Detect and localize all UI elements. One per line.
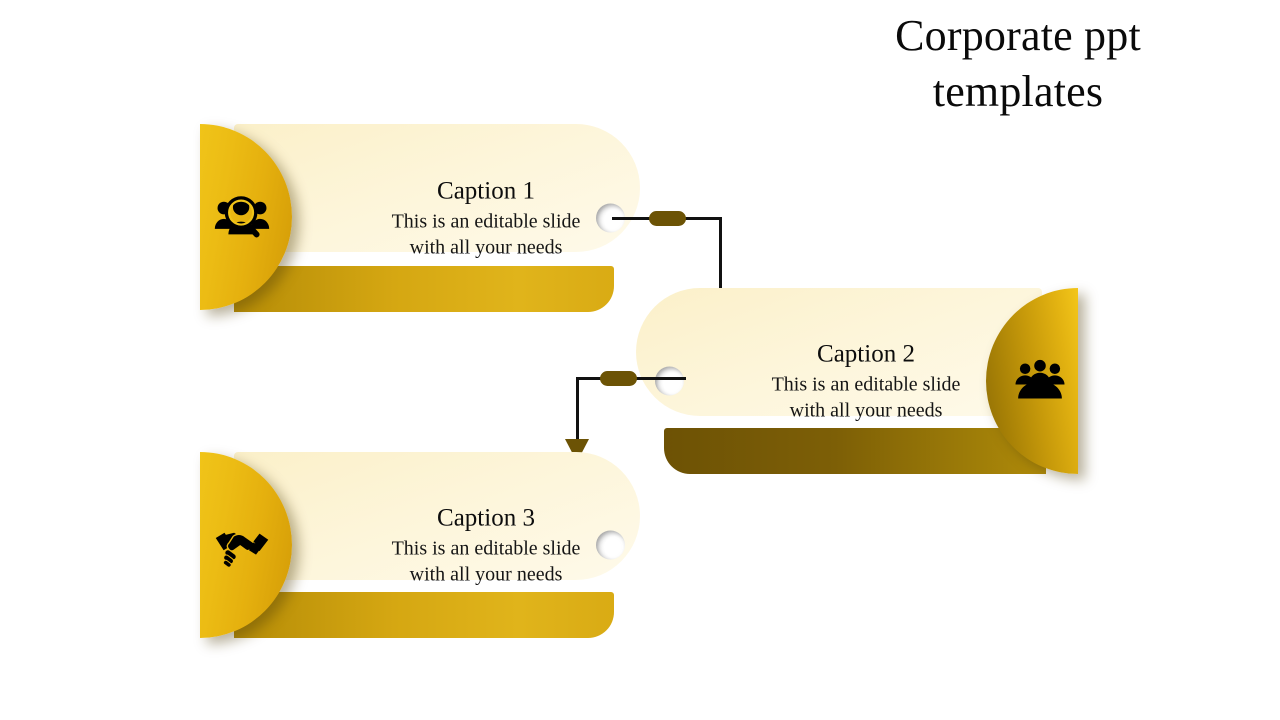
card-3-punch-hole: [596, 530, 625, 560]
card-3-description: This is an editable slide with all your …: [391, 537, 581, 586]
connector-2-line-vertical: [576, 377, 579, 442]
connector-1-line-vertical: [719, 217, 722, 291]
people-group-icon: [1010, 351, 1070, 411]
page-title: Corporate ppt templates: [895, 11, 1141, 117]
card-2[interactable]: Caption 2 This is an editable slide with…: [636, 288, 1078, 474]
card-1-shadow-bar: [234, 266, 614, 312]
card-2-caption: Caption 2: [817, 340, 915, 368]
connector-1-pill: [649, 211, 686, 226]
card-1-caption: Caption 1: [437, 177, 535, 205]
card-3-caption: Caption 3: [437, 504, 535, 532]
card-3[interactable]: Caption 3 This is an editable slide with…: [200, 452, 640, 638]
card-3-body: [234, 452, 640, 580]
card-1[interactable]: Caption 1 This is an editable slide with…: [200, 124, 640, 312]
handshake-icon: [212, 515, 272, 575]
card-1-description: This is an editable slide with all your …: [391, 210, 581, 259]
people-search-icon: [212, 188, 272, 248]
card-3-text: Caption 3 This is an editable slide with…: [336, 502, 636, 587]
card-3-shadow-bar: [234, 592, 614, 638]
connector-2-pill: [600, 371, 637, 386]
card-2-shadow-bar: [664, 428, 1046, 474]
card-2-text: Caption 2 This is an editable slide with…: [716, 338, 1016, 423]
card-1-text: Caption 1 This is an editable slide with…: [336, 175, 636, 260]
card-1-body: [234, 124, 640, 252]
card-2-description: This is an editable slide with all your …: [771, 373, 961, 422]
card-2-body: [636, 288, 1042, 416]
card-2-punch-hole: [655, 366, 684, 396]
